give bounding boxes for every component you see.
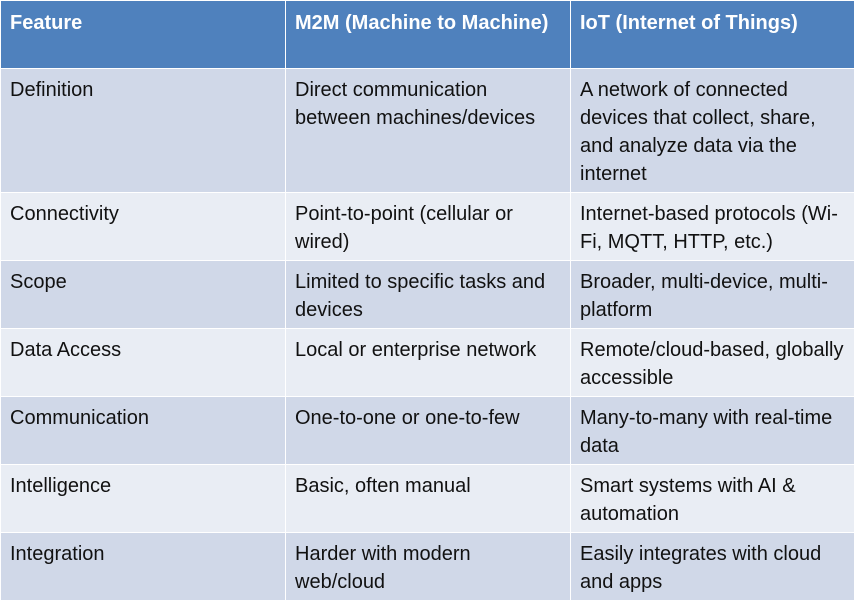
feature-cell: Definition [0,68,286,193]
m2m-cell: Limited to specific tasks and devices [285,260,571,329]
m2m-cell: Local or enterprise network [285,328,571,397]
table-row-intelligence: Intelligence Basic, often manual Smart s… [0,464,854,533]
iot-cell: Easily integrates with cloud and apps [570,532,854,601]
iot-cell: Internet-based protocols (Wi-Fi, MQTT, H… [570,192,854,261]
iot-cell: Smart systems with AI & automation [570,464,854,533]
header-iot: IoT (Internet of Things) [570,0,854,69]
iot-cell: Remote/cloud-based, globally accessible [570,328,854,397]
header-m2m: M2M (Machine to Machine) [285,0,571,69]
feature-cell: Communication [0,396,286,465]
table-row-communication: Communication One-to-one or one-to-few M… [0,396,854,465]
feature-cell: Connectivity [0,192,286,261]
m2m-cell: Basic, often manual [285,464,571,533]
header-feature: Feature [0,0,286,69]
m2m-cell: Point-to-point (cellular or wired) [285,192,571,261]
feature-cell: Intelligence [0,464,286,533]
m2m-cell: Harder with modern web/cloud [285,532,571,601]
iot-cell: Broader, multi-device, multi-platform [570,260,854,329]
table-row-definition: Definition Direct communication between … [0,68,854,193]
table-row-scope: Scope Limited to specific tasks and devi… [0,260,854,329]
m2m-cell: One-to-one or one-to-few [285,396,571,465]
table-row-connectivity: Connectivity Point-to-point (cellular or… [0,192,854,261]
feature-cell: Integration [0,532,286,601]
feature-cell: Scope [0,260,286,329]
header-row: Feature M2M (Machine to Machine) IoT (In… [0,0,854,69]
m2m-cell: Direct communication between machines/de… [285,68,571,193]
iot-cell: A network of connected devices that coll… [570,68,854,193]
feature-cell: Data Access [0,328,286,397]
table-row-data-access: Data Access Local or enterprise network … [0,328,854,397]
iot-cell: Many-to-many with real-time data [570,396,854,465]
table-row-integration: Integration Harder with modern web/cloud… [0,532,854,601]
